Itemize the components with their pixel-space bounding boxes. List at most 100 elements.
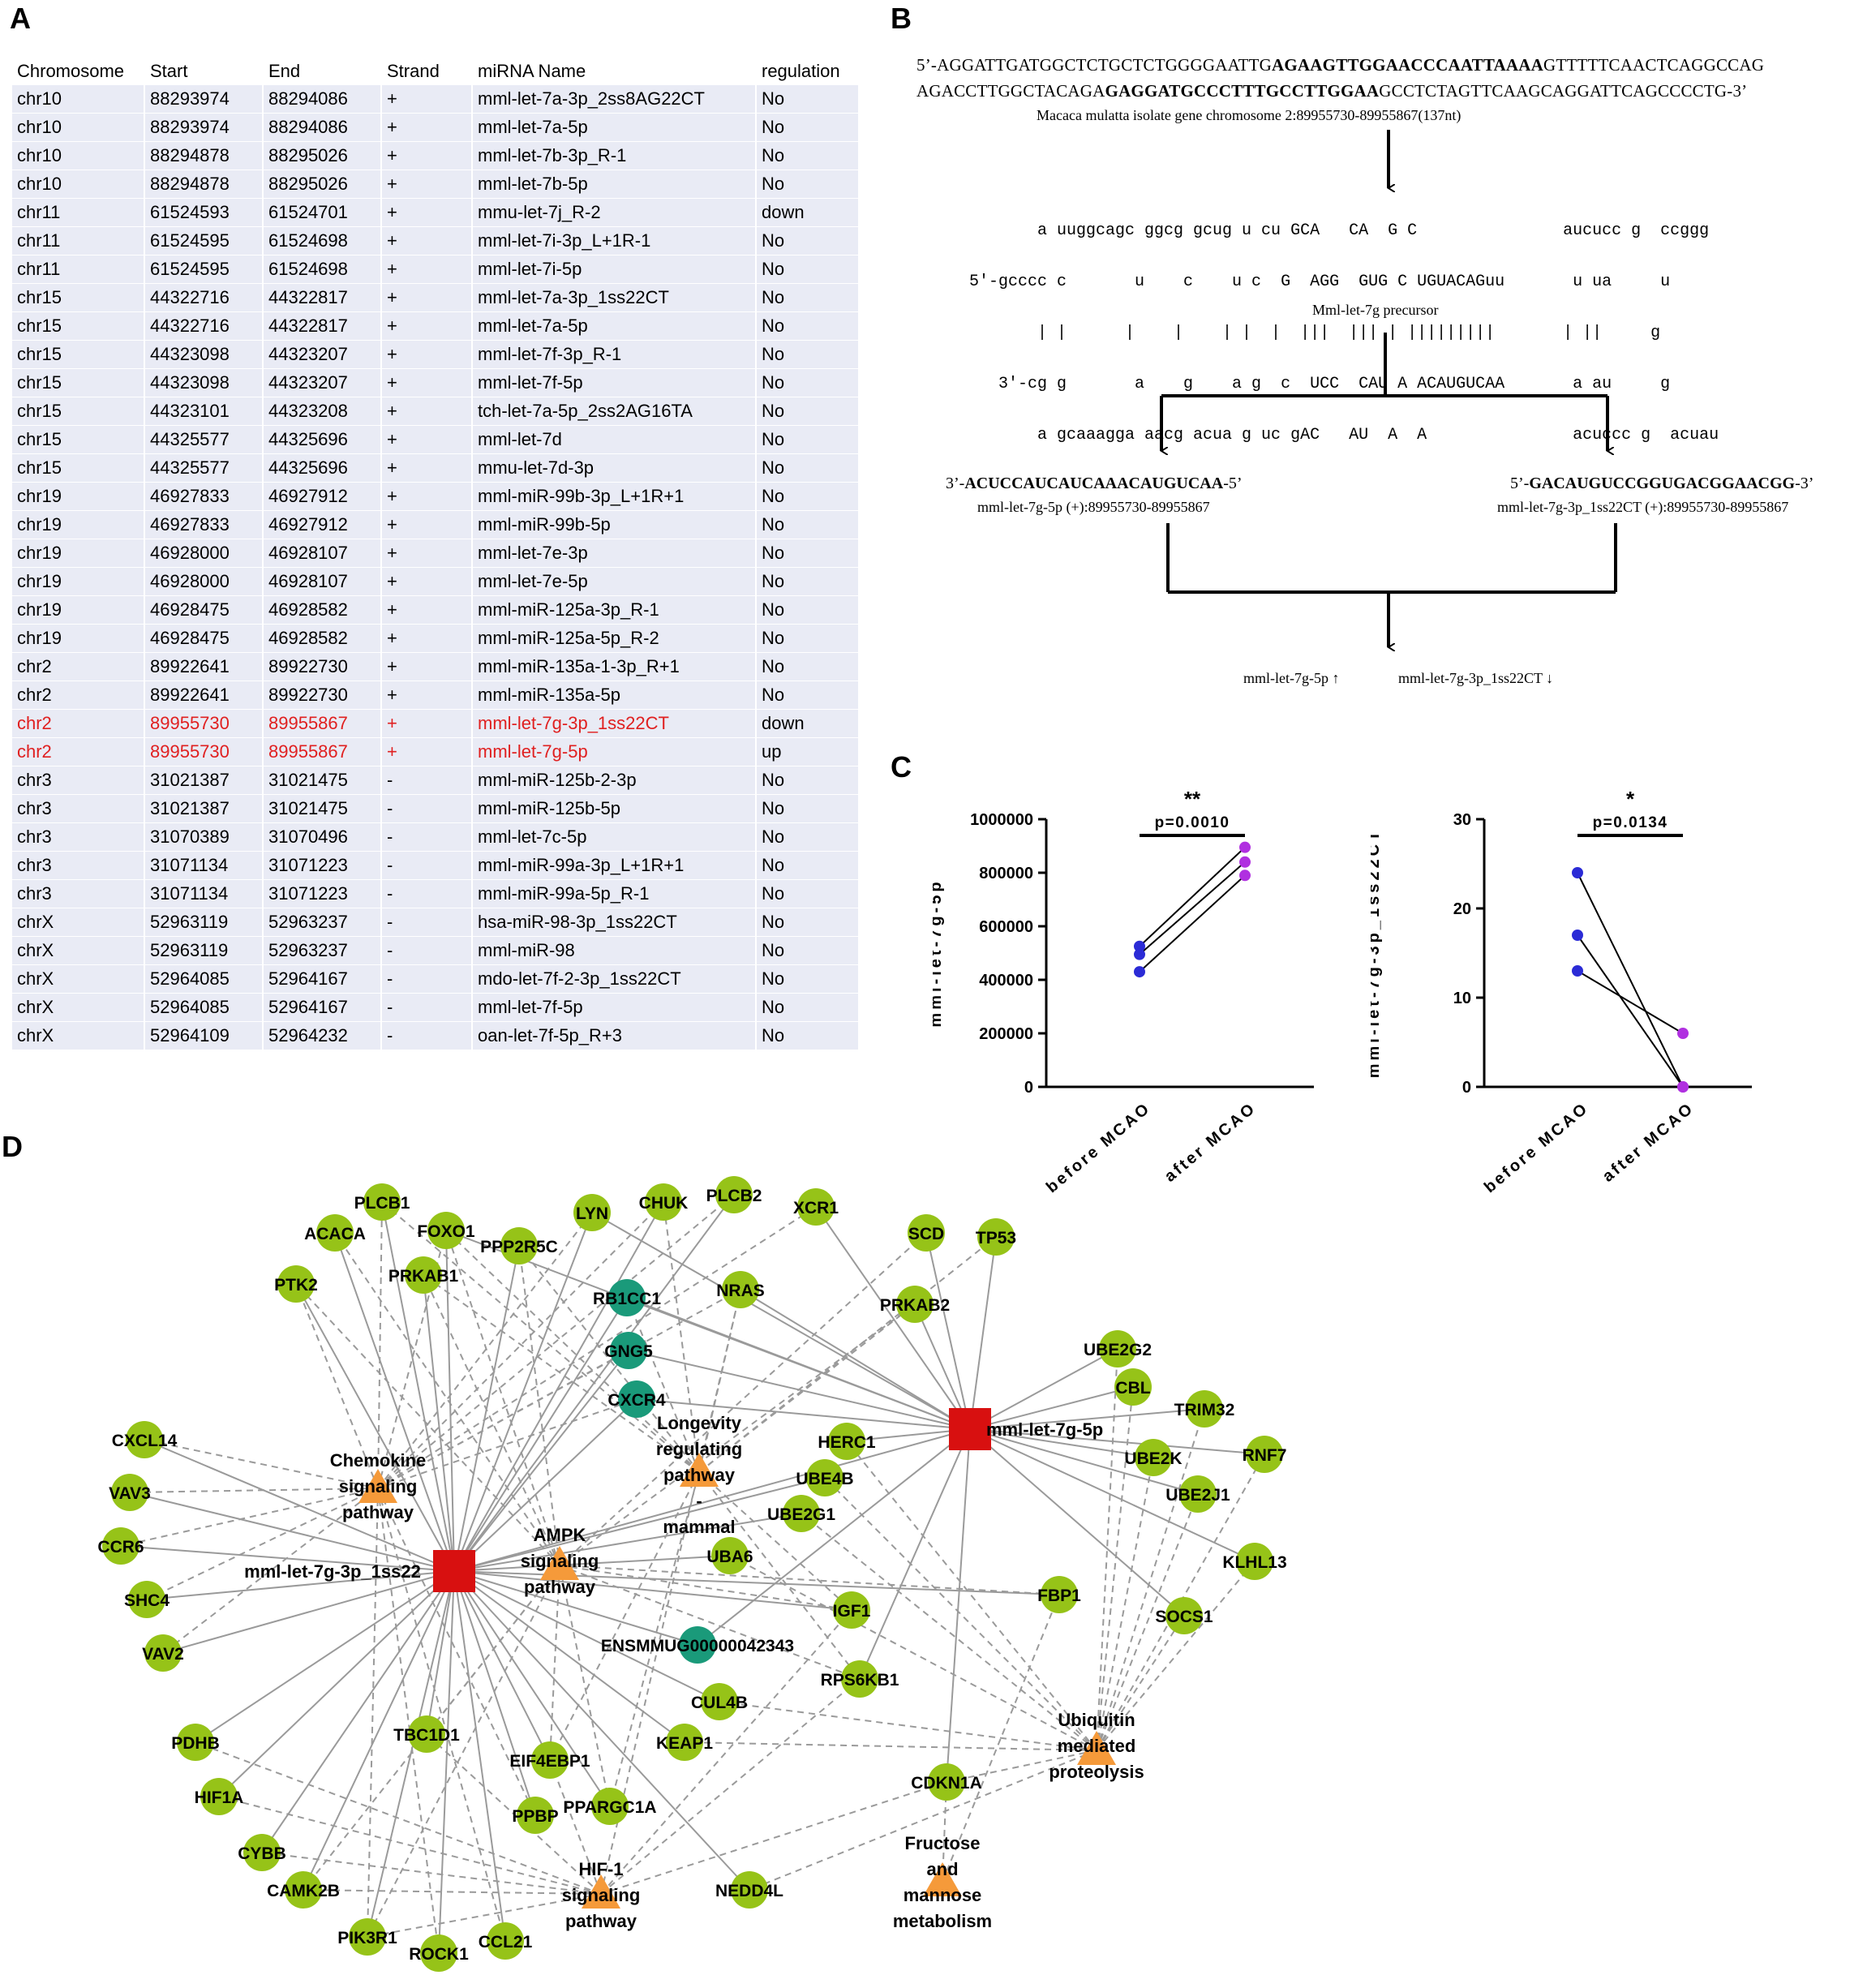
cell-chromosome: chrX	[12, 936, 145, 965]
cell-start: 52964085	[144, 993, 264, 1022]
pathway-label: signaling	[339, 1476, 418, 1496]
cell-mirna-name: mmu-let-7j_R-2	[472, 198, 757, 227]
edge-mirna-gene	[453, 1212, 593, 1572]
cell-chromosome: chr19	[12, 482, 145, 511]
cell-chromosome: chr15	[12, 340, 145, 369]
cell-chromosome: chr2	[12, 652, 145, 681]
edge-pathway-gene	[195, 1741, 602, 1895]
gene-label: EIF4EBP1	[509, 1752, 590, 1771]
gene-node	[573, 1194, 611, 1231]
data-point-after	[1239, 869, 1251, 882]
cell-strand: +	[381, 567, 473, 596]
gene-node	[363, 1183, 401, 1221]
gene-label: CCL21	[479, 1933, 533, 1952]
cell-end: 89922730	[263, 652, 382, 681]
data-point-after	[1677, 1081, 1689, 1093]
edge-mirna-gene	[453, 1555, 731, 1572]
cell-end: 88294086	[263, 113, 382, 142]
edge-pathway-gene	[600, 1289, 741, 1895]
cell-regulation: No	[756, 397, 860, 426]
cell-start: 44323101	[144, 397, 264, 426]
cell-chromosome: chr3	[12, 851, 145, 880]
cell-regulation: up	[756, 737, 860, 766]
cell-regulation: No	[756, 1021, 860, 1050]
data-point-before	[1572, 867, 1583, 878]
edge-pathway-gene	[377, 1398, 637, 1489]
cell-chromosome: chr15	[12, 311, 145, 341]
header-strand: Strand	[381, 57, 473, 85]
cell-regulation: No	[756, 624, 860, 653]
gene-node	[896, 1286, 934, 1323]
cell-end: 52964167	[263, 993, 382, 1022]
edge-mirna-gene	[303, 1570, 455, 1891]
cell-chromosome: chr19	[12, 510, 145, 539]
edge-mirna-gene	[453, 1513, 802, 1572]
edge-mirna-gene	[453, 1570, 750, 1891]
edge-pathway-gene	[445, 1230, 560, 1566]
cell-strand: +	[381, 539, 473, 568]
gene-label: CXCL14	[112, 1432, 178, 1450]
data-point-after	[1677, 1028, 1689, 1039]
gene-label: PRKAB2	[880, 1296, 950, 1315]
edge-pathway-gene	[1096, 1408, 1205, 1751]
edge-pathway-gene	[334, 1232, 560, 1566]
cell-chromosome: chr3	[12, 794, 145, 823]
pathway-label: mannose	[904, 1885, 982, 1905]
gene-label: CYBB	[238, 1844, 286, 1863]
cell-strand: -	[381, 936, 473, 965]
gene-label: PDHB	[171, 1734, 220, 1753]
edge-pathway-gene	[1096, 1457, 1154, 1751]
cell-end: 88295026	[263, 141, 382, 170]
hairpin-line: 3'-cg g a g a g c UCC CAU A ACAUGUCAA a …	[969, 375, 1671, 393]
edge-pathway-gene	[1096, 1348, 1118, 1751]
gene-node	[701, 1683, 738, 1720]
gene-node	[618, 1380, 655, 1418]
gene-node	[1236, 1543, 1273, 1580]
cell-mirna-name: mml-let-7a-3p_2ss8AG22CT	[472, 85, 757, 114]
cell-chromosome: chr15	[12, 453, 145, 483]
edge-pathway-gene	[381, 1201, 700, 1473]
edge-mirna-gene	[453, 1570, 611, 1807]
edge-pathway-gene	[600, 1781, 947, 1895]
pair-line	[1139, 874, 1246, 973]
cell-regulation: No	[756, 964, 860, 994]
cell-regulation: No	[756, 993, 860, 1022]
gene-node	[828, 1423, 865, 1460]
gene-label: VAV3	[109, 1484, 151, 1503]
mature-5p-sequence: 3’-ACUCCAUCAUCAAACAUGUCAA-5’	[946, 474, 1243, 492]
cell-mirna-name: hsa-miR-98-3p_1ss22CT	[472, 908, 757, 937]
gene-label: UBA6	[706, 1548, 753, 1566]
header-end: End	[263, 57, 382, 85]
edge-mirna-gene	[195, 1570, 455, 1743]
cell-regulation: No	[756, 822, 860, 852]
edge-pathway-gene	[295, 1283, 379, 1489]
cell-chromosome: chr10	[12, 113, 145, 142]
hairpin-line: | | | | | | | ||| ||| | ||||||||| | || g	[969, 324, 1661, 342]
edge-mirna-gene	[859, 1428, 971, 1680]
gene-node	[1114, 1368, 1152, 1406]
pathway-label: Fructose	[905, 1833, 981, 1853]
cell-chromosome: chr15	[12, 283, 145, 312]
edge-mirna-gene	[453, 1570, 506, 1942]
cell-regulation: No	[756, 681, 860, 710]
cell-mirna-name: mml-miR-125a-3p_R-1	[472, 595, 757, 625]
pathway-label: pathway	[565, 1911, 637, 1931]
gene-label: VAV2	[142, 1645, 184, 1664]
cell-end: 31070496	[263, 822, 382, 852]
gene-label: TRIM32	[1174, 1401, 1235, 1419]
cell-strand: +	[381, 198, 473, 227]
pathway-label: pathway	[663, 1465, 736, 1485]
cell-chromosome: chr15	[12, 425, 145, 454]
y-tick-label: 30	[1453, 811, 1471, 829]
gene-label: ACACA	[304, 1225, 366, 1243]
pathway-node	[1077, 1731, 1116, 1765]
cell-chromosome: chr2	[12, 709, 145, 738]
gene-label: PIK3R1	[337, 1929, 397, 1947]
cell-regulation: No	[756, 595, 860, 625]
cell-strand: +	[381, 453, 473, 483]
gene-label: IGF1	[833, 1602, 871, 1621]
edge-mirna-gene	[453, 1297, 628, 1572]
